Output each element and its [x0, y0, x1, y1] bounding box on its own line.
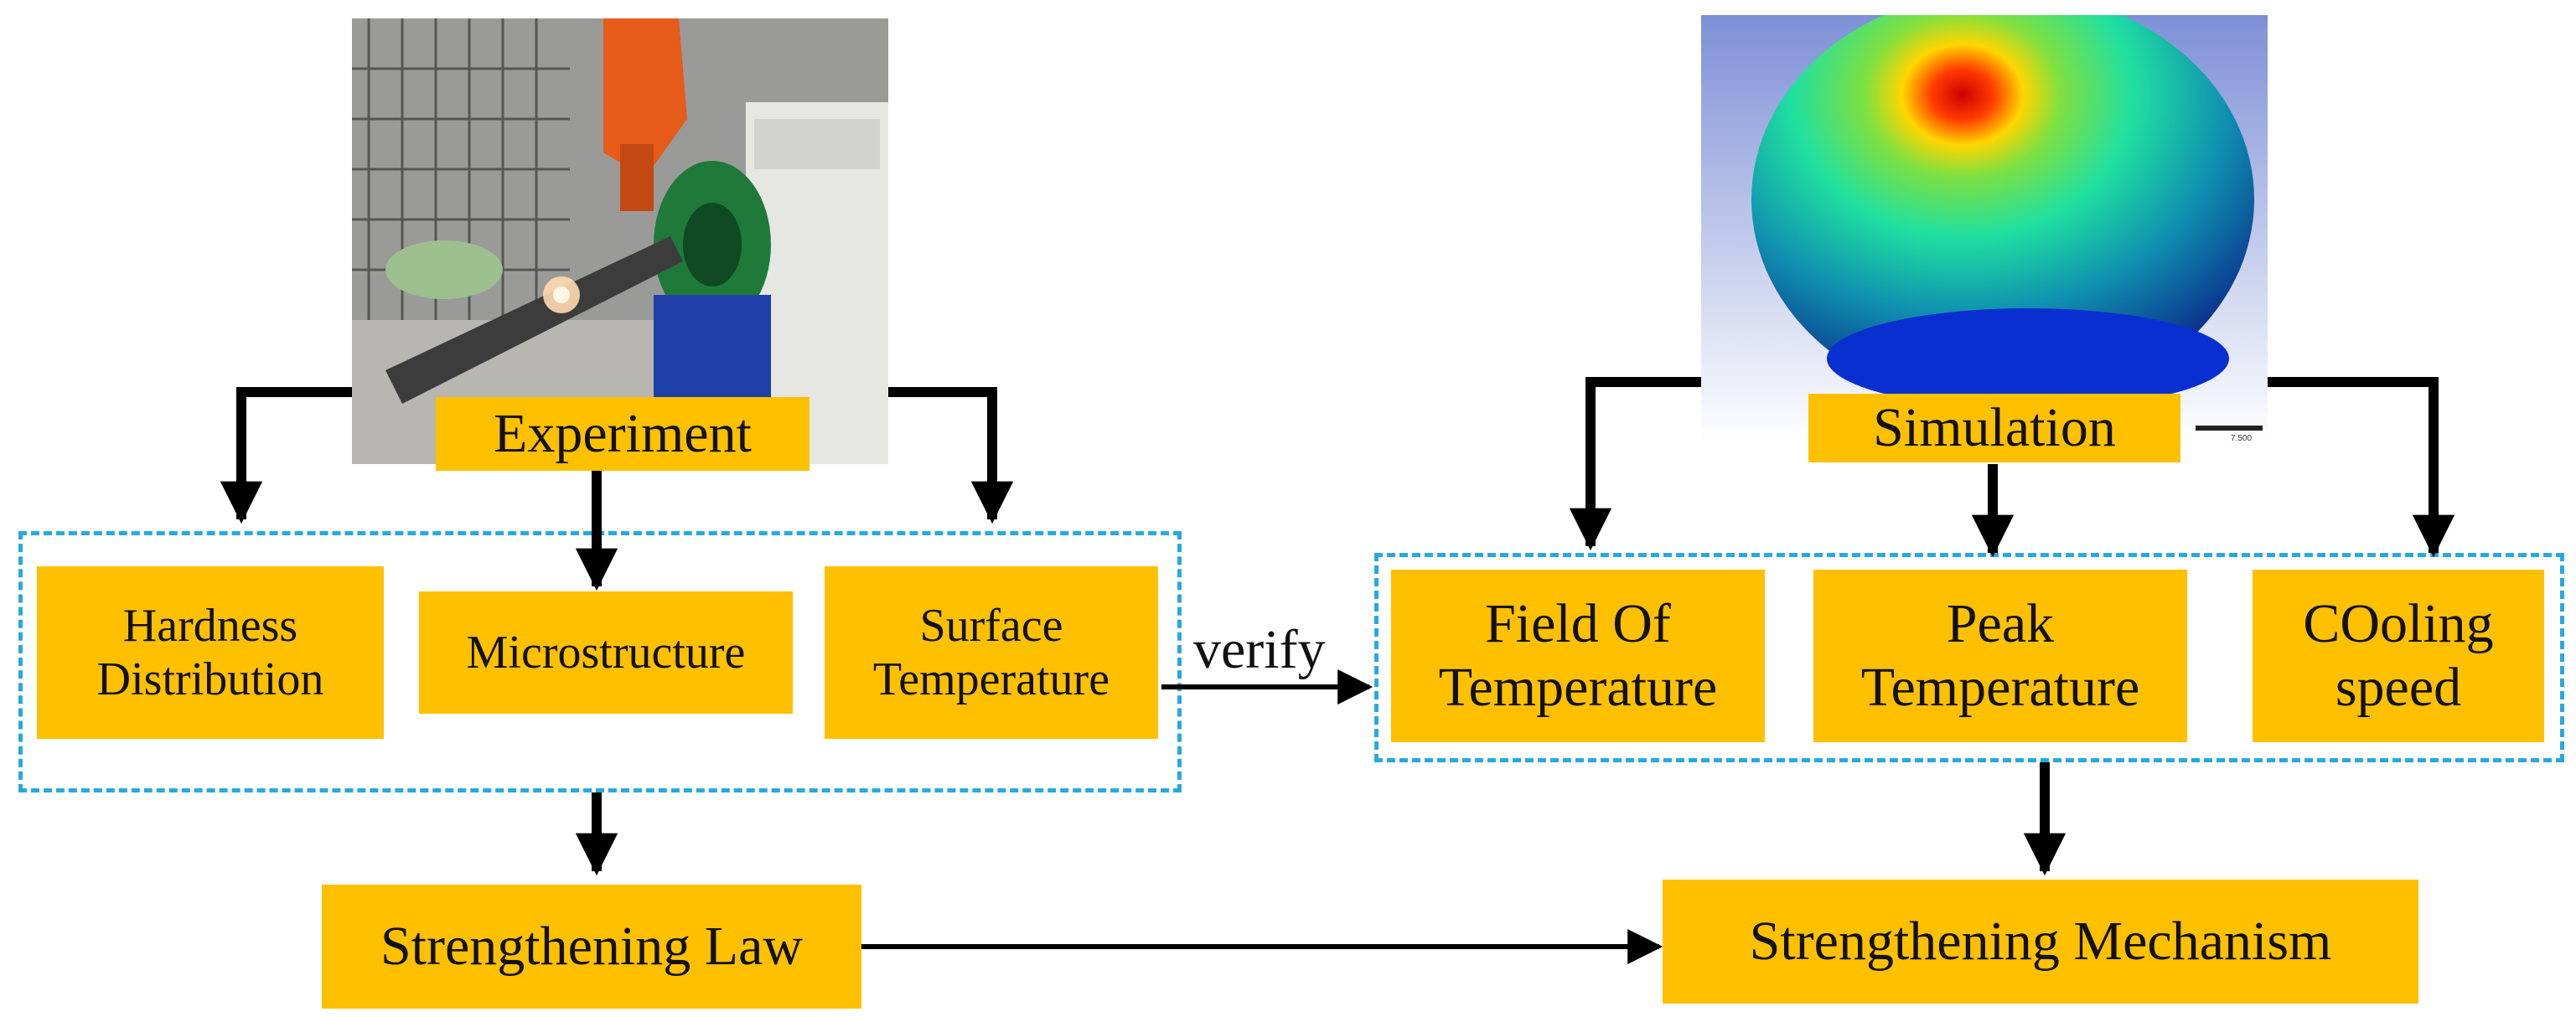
field-line2: Temperature: [1438, 657, 1718, 718]
hardness-distribution-box: Hardness Distribution: [37, 566, 384, 739]
peak-temperature-box: Peak Temperature: [1813, 570, 2187, 742]
simulation-image: 7.500: [1701, 15, 2268, 442]
microstructure-line1: Microstructure: [466, 626, 746, 679]
hardness-line1: Hardness: [122, 599, 298, 652]
microstructure-box: Microstructure: [419, 591, 793, 714]
arrow-to-hardness: [220, 387, 352, 524]
hardness-line2: Distribution: [96, 653, 324, 705]
cooling-line2: speed: [2335, 657, 2462, 718]
arrow-to-cooling-speed: [2268, 377, 2455, 558]
strengthening-law-text: Strengthening Law: [380, 916, 804, 978]
peak-line1: Peak: [1946, 593, 2055, 655]
surface-line2: Temperature: [872, 653, 1110, 705]
strengthening-law-box: Strengthening Law: [322, 885, 861, 1009]
scale-label: 7.500: [2231, 434, 2252, 442]
arrow-to-field-of-temperature: [1569, 377, 1701, 551]
field-of-temperature-box: Field Of Temperature: [1391, 570, 1765, 742]
simulation-results-group: [1374, 553, 2564, 762]
surface-temperature-box: Surface Temperature: [825, 566, 1158, 739]
experiment-label-text: Experiment: [494, 403, 752, 465]
simulation-label-text: Simulation: [1873, 397, 2116, 459]
experiment-photo: [352, 18, 888, 464]
strengthening-mechanism-text: Strengthening Mechanism: [1749, 911, 2332, 973]
strengthening-mechanism-box: Strengthening Mechanism: [1663, 880, 2418, 1004]
experiment-label: Experiment: [436, 397, 810, 471]
arrow-to-surface-temperature: [888, 387, 1014, 524]
field-line1: Field Of: [1485, 593, 1671, 655]
cooling-line1: COoling: [2303, 593, 2494, 655]
verify-label: verify: [1193, 619, 1326, 680]
surface-line1: Surface: [919, 599, 1063, 652]
peak-line2: Temperature: [1860, 657, 2140, 718]
cooling-speed-box: COoling speed: [2253, 570, 2544, 742]
simulation-label: Simulation: [1808, 394, 2180, 462]
